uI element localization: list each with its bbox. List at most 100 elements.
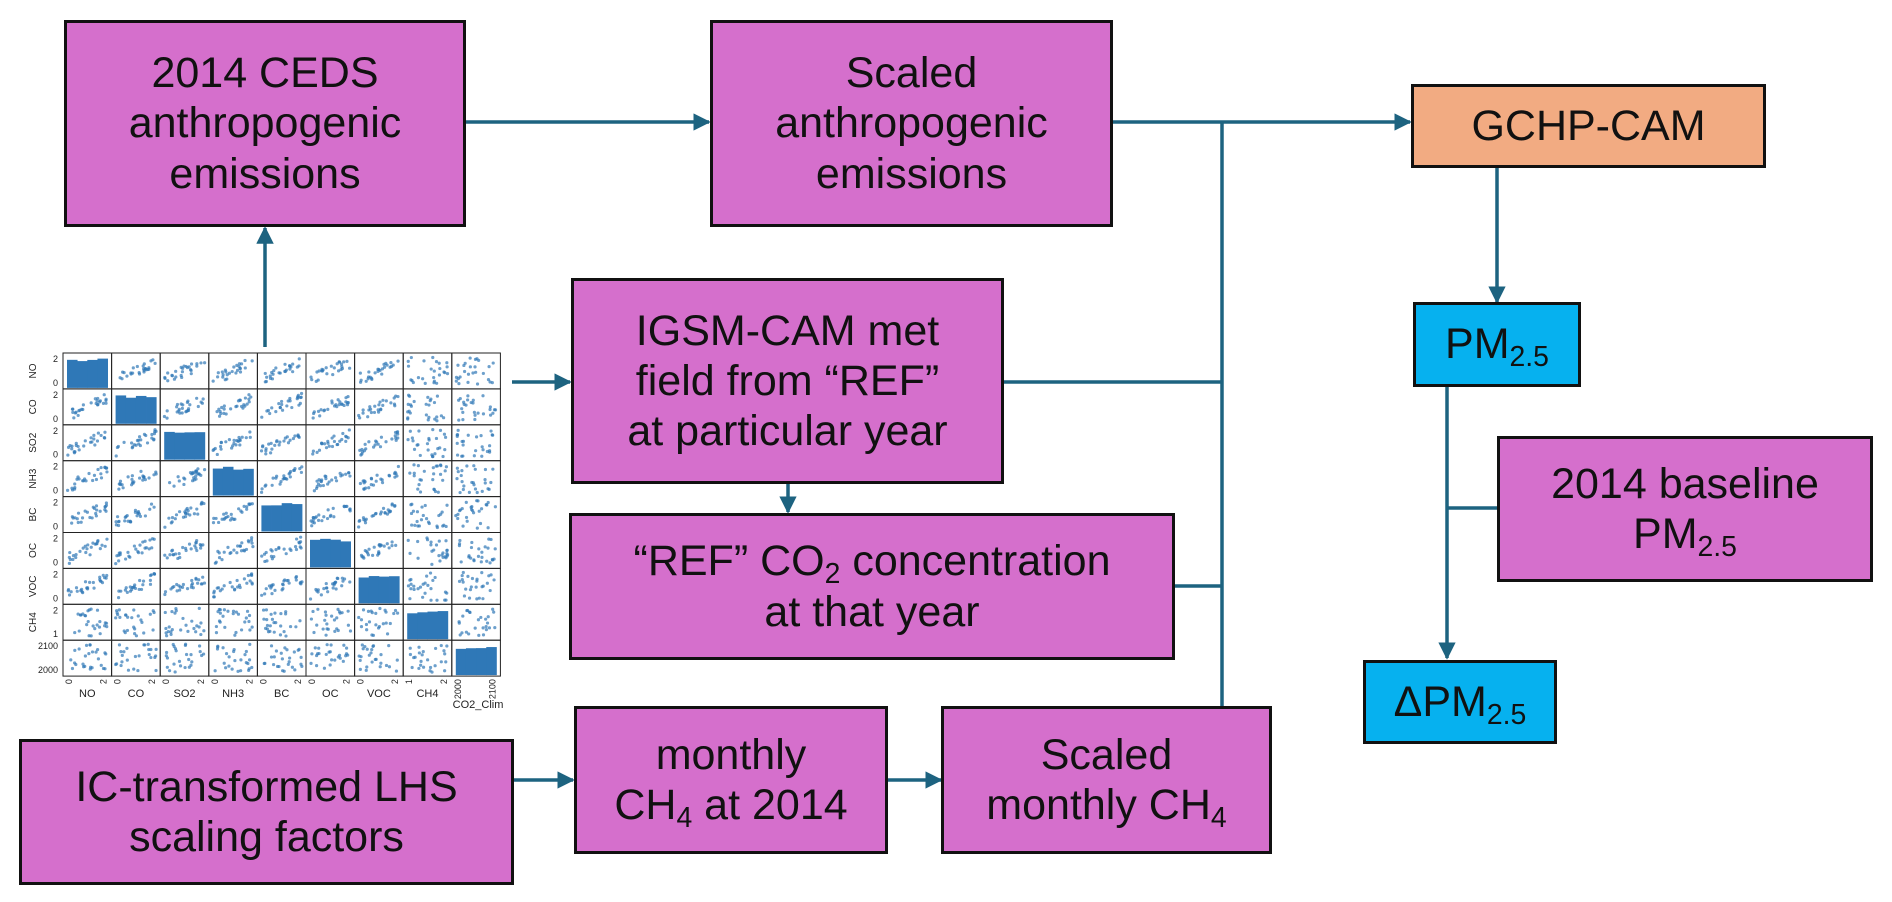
scatter-point <box>413 523 417 527</box>
scatter-point <box>234 610 238 614</box>
scatter-point <box>455 466 459 470</box>
box-line: field from “REF” <box>635 356 940 405</box>
scatter-point <box>243 396 248 400</box>
scatter-point <box>212 591 216 595</box>
scatter-point <box>98 509 102 513</box>
scatter-point <box>76 475 80 479</box>
scatter-point <box>269 548 273 552</box>
scatter-point <box>278 405 282 410</box>
scatter-point <box>287 581 291 585</box>
scatter-point <box>74 553 78 557</box>
scatter-point <box>216 375 220 379</box>
scatter-point <box>310 378 314 382</box>
scatter-point <box>293 668 297 672</box>
scatter-point <box>425 538 430 542</box>
scatter-point <box>370 660 374 664</box>
box-line: Scaled <box>1040 730 1173 779</box>
scatter-point <box>487 365 491 369</box>
scatter-point <box>378 368 382 373</box>
scatter-point <box>279 651 283 655</box>
ch4-subscript: 4 <box>676 801 693 834</box>
scatter-point <box>443 371 447 375</box>
histogram-bar <box>417 612 428 640</box>
scatter-point <box>332 618 337 622</box>
scatter-point <box>167 625 171 629</box>
ch4-prefix: monthly CH <box>986 781 1211 829</box>
scatter-point <box>439 643 443 648</box>
scatter-point <box>376 553 380 557</box>
scatter-point <box>230 446 234 450</box>
scatter-point <box>129 441 134 445</box>
scatter-point <box>417 666 421 671</box>
scatter-point <box>195 507 199 511</box>
scatter-point <box>89 436 93 440</box>
scatter-point <box>344 434 348 438</box>
scatter-point <box>406 359 410 363</box>
scatter-point <box>329 643 333 647</box>
scatter-point <box>408 652 413 657</box>
scatter-point <box>178 664 183 668</box>
scatter-point <box>366 609 371 613</box>
x-tick-label: 2 <box>147 679 157 684</box>
scatter-point <box>459 473 463 478</box>
scatter-point <box>222 584 226 588</box>
scatter-point <box>114 454 118 458</box>
scatter-point <box>133 654 138 659</box>
scatter-point <box>260 487 264 491</box>
scatter-point <box>188 471 193 475</box>
scatter-point <box>163 592 167 597</box>
scatter-point <box>94 504 99 508</box>
scatter-point <box>228 551 232 556</box>
scatter-point <box>369 651 373 655</box>
scatter-point <box>322 586 326 591</box>
scatter-point <box>344 400 348 404</box>
scatter-point <box>76 444 80 449</box>
scatter-point <box>220 587 224 591</box>
scatter-point <box>236 669 240 673</box>
scatter-point <box>308 597 313 601</box>
scatter-point <box>417 645 421 649</box>
scatter-point <box>189 506 193 510</box>
scatter-point <box>393 504 397 508</box>
scatter-point <box>286 662 290 667</box>
scatter-point <box>194 474 198 478</box>
scatter-point <box>288 624 293 629</box>
scatter-point <box>425 574 429 578</box>
y-tick-label: 2 <box>53 569 58 579</box>
scatter-point <box>477 509 481 513</box>
scatter-point <box>237 507 241 511</box>
scatter-point <box>283 646 287 650</box>
scatter-point <box>486 526 490 530</box>
scatter-point <box>367 370 371 374</box>
scatter-point <box>429 587 433 591</box>
scatter-point <box>224 666 228 670</box>
scatter-point <box>136 668 140 673</box>
scatter-point <box>170 549 174 553</box>
scatter-point <box>188 403 192 407</box>
scatter-point <box>438 428 443 432</box>
scatter-point <box>229 407 233 411</box>
scatter-point <box>199 632 203 637</box>
scatter-point <box>331 586 335 590</box>
scatter-point <box>282 476 287 481</box>
scatter-point <box>83 664 87 668</box>
scatter-point <box>200 582 204 586</box>
scatter-point <box>406 417 410 421</box>
scatter-point <box>202 581 207 585</box>
scatter-point <box>135 514 139 518</box>
scatter-point <box>360 452 364 456</box>
scatter-point <box>409 582 413 586</box>
scatter-point <box>416 539 420 544</box>
scatter-point <box>395 658 399 662</box>
scatter-point <box>479 507 484 511</box>
scatter-point <box>466 398 470 402</box>
scatter-point <box>227 438 232 442</box>
scatter-point <box>125 374 129 378</box>
scatter-point <box>226 609 230 613</box>
scatter-point <box>272 555 276 559</box>
scatter-point <box>280 588 284 592</box>
scatter-point <box>466 372 471 376</box>
scatter-point <box>80 587 84 591</box>
scatter-point <box>140 551 144 555</box>
scatter-point <box>317 478 321 482</box>
